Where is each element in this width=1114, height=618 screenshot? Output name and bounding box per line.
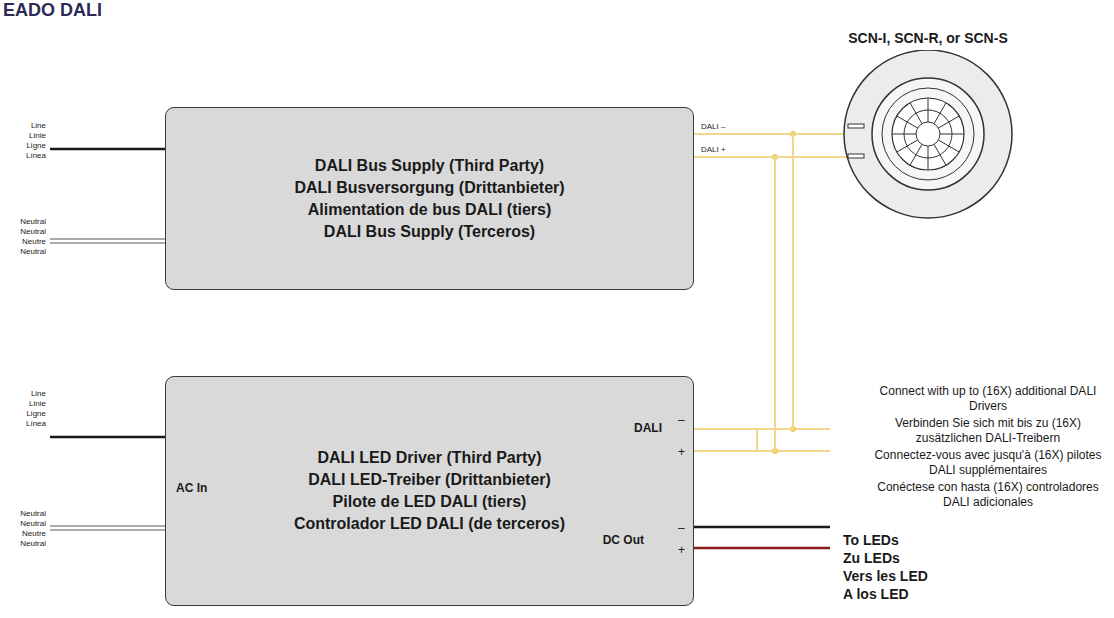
dc-negative-wire: [694, 526, 830, 529]
sensor-lens-part: [938, 140, 959, 152]
sensor-lens-part: [882, 88, 974, 180]
device-label: DALI LED-Treiber (Drittanbieter): [308, 469, 551, 491]
device-label: DALI LED Driver (Third Party): [317, 447, 541, 469]
terminal-label: DALI: [634, 421, 662, 435]
sensor-node: SCN-I, SCN-R, or SCN-S: [830, 30, 1026, 222]
dali-bus-extension: [793, 428, 830, 430]
sensor-lens-part: [928, 146, 929, 170]
sensor-lens-part: [848, 154, 864, 158]
wire-label: Linie: [29, 399, 46, 409]
output-label: Vers les LED: [843, 567, 928, 585]
sensor-lens-part: [910, 144, 922, 165]
diagram-title: EADO DALI: [3, 0, 102, 21]
wire-label: Ligne: [26, 141, 46, 151]
sensor-lens-part: [940, 134, 964, 135]
sensor-lens-part: [934, 103, 946, 124]
wire-label: Neutre: [22, 237, 46, 247]
dali-bus-extension: [756, 429, 758, 451]
dali-bus-extension: [775, 450, 830, 452]
output-label: To LEDs: [843, 531, 899, 549]
wire-label: Neutral: [20, 539, 46, 549]
device-box: DALI Bus Supply (Third Party)DALI Busver…: [165, 107, 694, 290]
sensor-illustration: [830, 50, 1026, 222]
wire-label: Neutre: [22, 529, 46, 539]
wire-label: Line: [31, 121, 46, 131]
terminal-label: DC Out: [603, 533, 644, 547]
output-label: A los LED: [843, 585, 909, 603]
wire-label: Línea: [26, 419, 46, 429]
sensor-lens-part: [938, 116, 959, 128]
terminal-label: +: [678, 543, 685, 557]
edge-label: DALI –: [700, 122, 726, 132]
line-wire: [50, 436, 166, 439]
device-box: DALI LED Driver (Third Party)DALI LED-Tr…: [165, 376, 694, 606]
line-wire: [50, 148, 166, 151]
wire-label: Linie: [29, 131, 46, 141]
wire-label: Neutral: [20, 227, 46, 237]
device-label: Pilote de LED DALI (tiers): [333, 491, 527, 513]
wire-label: Neutral: [20, 217, 46, 227]
sensor-heading: SCN-I, SCN-R, or SCN-S: [830, 30, 1026, 46]
terminal-label: +: [678, 445, 685, 459]
box-label-group: DALI Bus Supply (Third Party)DALI Busver…: [166, 108, 693, 289]
neutral-wire: [50, 526, 166, 527]
wire-label: Ligne: [26, 409, 46, 419]
dali-bus-wire: [694, 157, 775, 451]
neutral-wire: [50, 239, 166, 240]
sensor-lens-part: [934, 144, 946, 165]
output-label: Zu LEDs: [843, 549, 900, 567]
note-text: Connectez-vous avec jusqu'à (16X) pilote…: [868, 448, 1108, 478]
edge-label: DALI +: [700, 145, 727, 155]
sensor-lens-part: [892, 98, 964, 170]
wire-label: Neutral: [20, 247, 46, 257]
wire-label: Neutral: [20, 519, 46, 529]
note-text: Conéctese con hasta (16X) controladores …: [868, 480, 1108, 510]
sensor-lens-part: [897, 140, 918, 152]
device-label: Controlador LED DALI (de terceros): [294, 513, 565, 535]
wire-label: Line: [31, 389, 46, 399]
box-label-group: DALI LED Driver (Third Party)DALI LED-Tr…: [166, 377, 693, 605]
sensor-lens-part: [892, 134, 916, 135]
terminal-label: AC In: [176, 481, 207, 495]
note-text: Connect with up to (16X) additional DALI…: [868, 384, 1108, 414]
dali-bus-wire: [694, 134, 793, 429]
note-text: Verbinden Sie sich mit bis zu (16X) zusä…: [868, 416, 1108, 446]
dc-positive-wire: [694, 547, 830, 550]
wire-label: Neutral: [20, 509, 46, 519]
device-label: Alimentation de bus DALI (tiers): [308, 199, 552, 221]
neutral-wire: [50, 530, 166, 531]
device-label: DALI Busversorgung (Drittanbieter): [294, 177, 564, 199]
neutral-wire: [50, 243, 166, 244]
terminal-label: –: [678, 413, 685, 427]
terminal-label: –: [678, 521, 685, 535]
sensor-lens-part: [928, 98, 929, 122]
device-label: DALI Bus Supply (Third Party): [315, 155, 544, 177]
sensor-lens-part: [872, 78, 984, 190]
sensor-lens-part: [844, 50, 1012, 218]
sensor-lens-part: [916, 122, 940, 146]
sensor-lens-part: [897, 116, 918, 128]
device-label: DALI Bus Supply (Terceros): [324, 221, 535, 243]
sensor-lens-part: [910, 103, 922, 124]
wire-label: Línea: [26, 151, 46, 161]
sensor-lens-part: [848, 124, 864, 128]
